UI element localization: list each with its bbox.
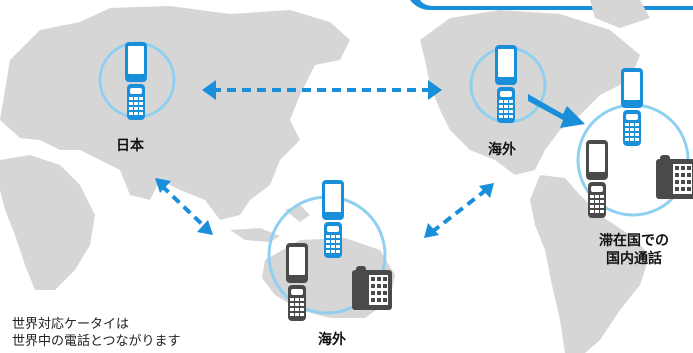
label-japan: 日本 (116, 138, 144, 154)
banner-inner (420, 0, 693, 6)
world-map (0, 0, 650, 353)
phone-overseas-north-icon (495, 45, 517, 123)
connection-arrows (160, 88, 488, 234)
label-local-call-line1: 滞在国での (599, 233, 669, 249)
caption-line1: 世界対応ケータイは (12, 317, 130, 332)
caption: 世界対応ケータイは 世界中の電話とつながります (12, 316, 180, 350)
label-overseas-south: 海外 (318, 332, 346, 348)
phone-local-blue-icon (621, 68, 643, 146)
arrowheads (155, 80, 494, 238)
phone-south-blue-icon (322, 180, 344, 258)
phone-south-gray-icon (286, 243, 308, 321)
label-local-call-line2: 国内通話 (606, 251, 662, 267)
arrow-japan-south (160, 184, 208, 230)
arrow-north-south (430, 188, 488, 234)
desk-phone-local-icon (656, 155, 693, 199)
desk-phone-south-icon (352, 266, 392, 310)
solid-arrow-local (528, 94, 585, 128)
label-local-call: 滞在国での 国内通話 (592, 232, 676, 268)
label-overseas-north: 海外 (488, 142, 516, 158)
phone-japan-icon (125, 42, 147, 120)
caption-line2: 世界中の電話とつながります (12, 334, 181, 349)
phone-local-gray-icon (586, 140, 608, 218)
